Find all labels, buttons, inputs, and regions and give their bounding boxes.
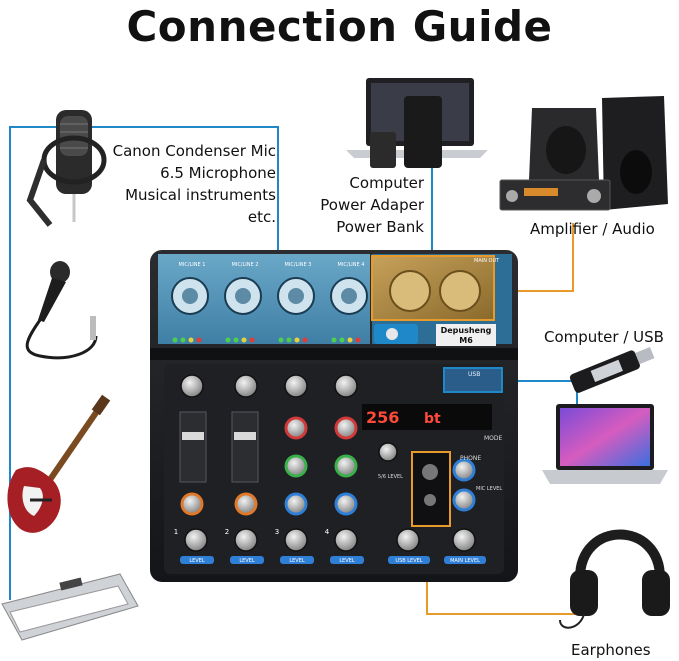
handheld-mic-icon [25,261,98,360]
mic-level-label: MIC LEVEL [476,486,502,492]
inputs-label-block: Canon Condenser Mic 6.5 Microphone Music… [100,140,276,228]
laptop-usb-icon [542,404,668,484]
channel-top-label: MIC/LINE 4 [338,262,365,268]
inputs-label-line: 6.5 Microphone [160,164,276,182]
channel-level-label: LEVEL [239,558,255,564]
page-title: Connection Guide [126,2,553,51]
earphones-label: Earphones [571,641,651,659]
channel-number: 2 [225,528,229,536]
laptop-power-icon [346,78,488,168]
display-value: 256 [366,408,399,427]
channel-top-labels: MIC/LINE 1 MIC/LINE 2 MIC/LINE 3 MIC/LIN… [179,262,365,268]
channel-number: 1 [174,528,178,536]
condenser-mic-icon [26,110,107,227]
inputs-label-line: etc. [247,208,276,226]
power-label-line: Power Adaper [320,196,424,214]
mixer-brand: Depusheng [441,326,492,335]
channel-number: 3 [275,528,279,536]
mixer-model: M6 [459,336,473,345]
channel-top-label: MIC/LINE 3 [285,262,312,268]
usb-computer-label: Computer / USB [544,328,664,346]
channel-level-label: LEVEL [189,558,205,564]
mode-label: MODE [484,435,503,442]
level-56-label: 5/6 LEVEL [378,474,403,480]
main-out-label: MAIN OUT [474,258,500,264]
power-label-block: Computer Power Adaper Power Bank [300,172,424,238]
phone-label: PHONE [460,455,481,462]
amplifier-label: Amplifier / Audio [530,220,655,238]
channel-bottom-labels: LEVEL LEVEL LEVEL LEVEL USB LEVEL MAIN L… [189,558,480,564]
usb-stick-icon [569,346,655,393]
mixer-device [150,250,518,582]
channel-top-label: MIC/LINE 2 [232,262,259,268]
channel-top-label: MIC/LINE 1 [179,262,206,268]
channel-number: 4 [325,528,330,536]
level-leds [172,337,361,343]
usb-level-label: USB LEVEL [395,558,422,564]
usb-panel-label: USB [468,371,480,378]
channel-level-label: LEVEL [289,558,305,564]
amplifier-speakers-icon [499,96,668,211]
input-connection-lines [9,126,279,600]
channel-level-label: LEVEL [339,558,355,564]
channel-numbers: 1 2 3 4 [174,528,330,536]
inputs-label-line: Musical instruments [125,186,276,204]
power-label-line: Power Bank [336,218,424,236]
headphones-icon [559,529,670,629]
power-label-line: Computer [349,174,424,192]
keyboard-icon [1,573,139,641]
bass-guitar-icon [7,394,111,533]
display-text: bt [424,411,441,427]
main-level-label: MAIN LEVEL [450,558,480,564]
inputs-label-line: Canon Condenser Mic [112,142,276,160]
